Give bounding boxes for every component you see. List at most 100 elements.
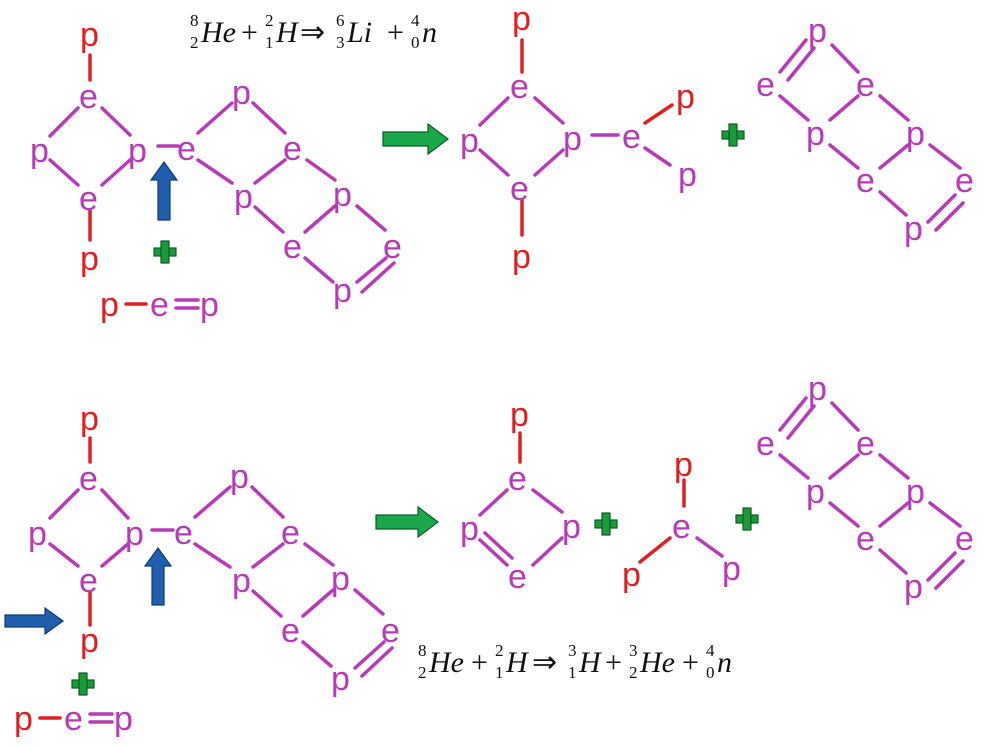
electron: e [177,130,196,168]
equation-operator: + [605,646,622,679]
mass-number: 8 [190,11,199,30]
element-symbol: Li [346,16,372,49]
electron: e [622,118,641,156]
electron: e [508,460,527,498]
element-symbol: He [639,646,675,679]
element-symbol: He [428,646,464,679]
electron: e [510,68,529,106]
atomic-number: 2 [629,663,638,682]
green-plus-icon [153,240,177,264]
top-neutron-cluster-structure: p e e p p e e p [756,12,974,248]
proton: p [230,458,249,496]
green-plus-icon [735,507,759,531]
proton: p [512,0,531,38]
proton: p [678,156,697,194]
electron: e [79,78,98,116]
reaction-arrow-icon [382,122,449,156]
mass-number: 4 [411,11,420,30]
proton: p [460,122,479,160]
element-symbol: H [275,16,300,49]
proton: p [80,240,99,278]
proton: p [512,238,531,276]
proton: p [904,568,923,606]
top-deuteron-structure: p e p [100,286,219,324]
proton: p [333,176,352,214]
mass-number: 6 [336,11,345,30]
electron: e [756,66,775,104]
mass-number: 2 [495,641,504,660]
atomic-number: 3 [336,33,345,52]
electron: e [383,228,402,266]
electron: e [281,514,300,552]
proton: p [80,16,99,54]
atomic-number: 0 [706,663,715,682]
electron: e [510,170,529,208]
proton: p [676,78,695,116]
atomic-number: 2 [190,33,199,52]
blue-arrow-icon [143,546,173,606]
equation-operator: + [241,16,258,49]
electron: e [856,520,875,558]
electron: e [955,520,974,558]
electron: e [281,612,300,650]
electron: e [150,286,169,324]
electron: e [283,130,302,168]
proton: p [333,272,352,310]
electron: e [856,66,875,104]
top-product-li6-structure: p e p p e e p p p [460,0,697,276]
proton: p [331,660,350,698]
electron: e [856,425,875,463]
top-reactant-he8-structure: p e p p e e p p e p p e e p [30,16,402,310]
proton: p [906,115,925,153]
mass-number: 4 [706,641,715,660]
proton: p [80,622,99,660]
proton: p [806,473,825,511]
proton: p [808,370,827,408]
equation-operator: ⇒ [300,16,325,49]
proton: p [200,286,219,324]
green-plus-icon [71,672,95,696]
green-plus-icon [594,512,618,536]
mass-number: 2 [265,11,274,30]
proton: p [128,132,147,170]
mass-number: 8 [418,641,427,660]
proton: p [28,515,47,553]
proton: p [808,12,827,50]
atomic-number: 1 [568,663,577,682]
equation-operator: + [471,646,488,679]
equation-operator: ⇒ [532,646,557,679]
atomic-number: 1 [495,663,504,682]
atomic-number: 1 [265,33,274,52]
electron: e [508,558,527,596]
proton: p [100,286,119,324]
blue-arrow-icon [149,160,179,221]
atomic-number: 0 [411,33,420,52]
proton: p [622,556,641,594]
proton: p [906,473,925,511]
mass-number: 3 [568,641,577,660]
electron: e [64,700,83,738]
bottom-product-he3-structure: p e p p e [460,396,581,596]
electron: e [79,562,98,600]
proton: p [563,120,582,158]
proton: p [674,446,693,484]
equation-operator: + [682,646,699,679]
element-symbol: H [578,646,603,679]
proton: p [562,508,581,546]
proton: p [232,562,251,600]
element-symbol: n [717,646,732,679]
electron: e [756,425,775,463]
blue-arrow-icon [4,606,65,636]
proton: p [722,550,741,588]
electron: e [174,514,193,552]
reaction-arrow-icon [375,505,439,539]
equation-operator: + [387,16,404,49]
atomic-number: 2 [418,663,427,682]
proton: p [232,74,251,112]
bottom-deuteron-structure: p e p [14,700,133,738]
electron: e [381,612,400,650]
electron: e [856,162,875,200]
green-plus-icon [721,123,745,147]
electron: e [283,228,302,266]
